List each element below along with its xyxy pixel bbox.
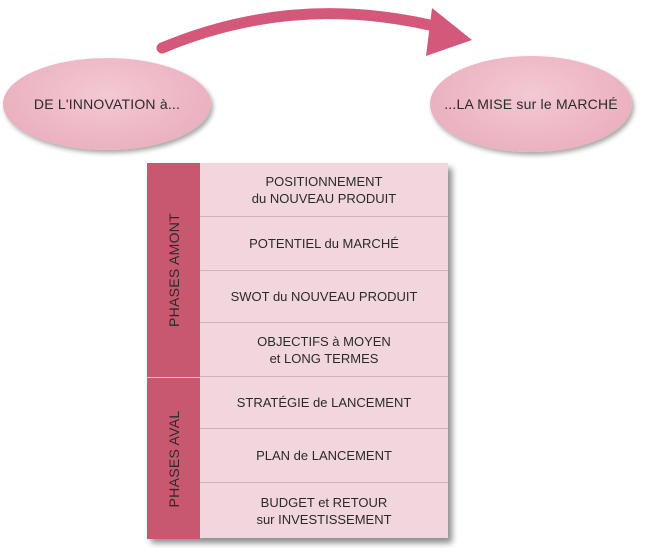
market-launch-label: ...LA MISE sur le MARCHÉ — [444, 96, 618, 112]
phases-table: PHASES AMONT PHASES AVAL POSITIONNEMENT … — [147, 163, 448, 539]
phases-aval-band: PHASES AVAL — [147, 377, 201, 539]
step-strategie-lancement: STRATÉGIE de LANCEMENT — [200, 377, 448, 429]
steps-list: POSITIONNEMENT du NOUVEAU PRODUIT POTENT… — [200, 163, 448, 538]
step-objectifs: OBJECTIFS à MOYEN et LONG TERMES — [200, 323, 448, 377]
step-positionnement: POSITIONNEMENT du NOUVEAU PRODUIT — [200, 163, 448, 217]
phases-amont-band: PHASES AMONT — [147, 163, 201, 377]
innovation-label: DE L'INNOVATION à... — [33, 96, 181, 112]
step-budget-retour: BUDGET et RETOUR sur INVESTISSEMENT — [200, 483, 448, 538]
phases-amont-label: PHASES AMONT — [165, 212, 182, 328]
market-launch-ellipse: ...LA MISE sur le MARCHÉ — [430, 56, 632, 152]
step-plan-lancement: PLAN de LANCEMENT — [200, 429, 448, 483]
innovation-ellipse: DE L'INNOVATION à... — [3, 58, 211, 150]
step-swot: SWOT du NOUVEAU PRODUIT — [200, 271, 448, 323]
phases-aval-label: PHASES AVAL — [165, 410, 182, 507]
step-potentiel-marche: POTENTIEL du MARCHÉ — [200, 217, 448, 271]
